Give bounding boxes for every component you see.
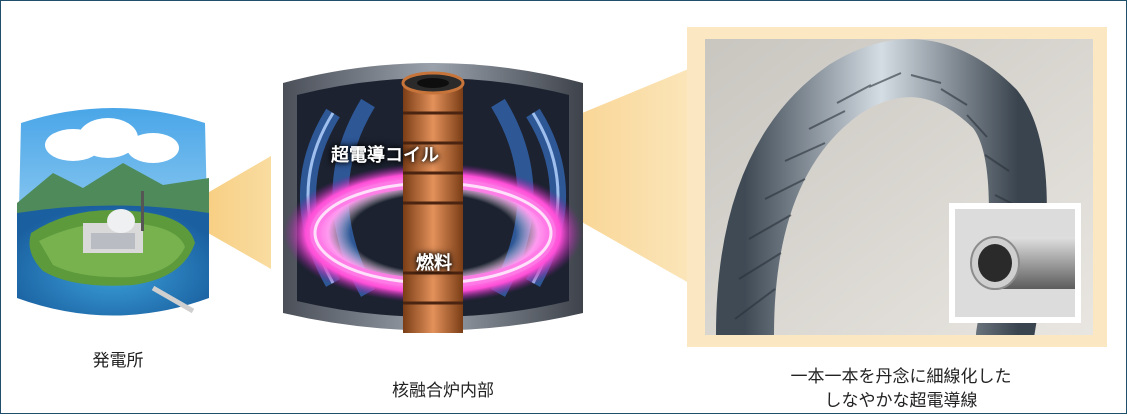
superconducting-coil-label: 超電導コイル bbox=[331, 145, 439, 166]
power-plant-illustration bbox=[17, 108, 209, 316]
power-plant-caption: 発電所 bbox=[92, 351, 144, 371]
wire-caption-line2: しなやかな超電導線 bbox=[824, 391, 978, 411]
callout-wedge-coil bbox=[471, 63, 703, 291]
callout-wedge-plant bbox=[173, 156, 271, 269]
fusion-reactor-illustration bbox=[283, 63, 583, 333]
fuel-label: 燃料 bbox=[416, 253, 452, 274]
wire-caption-line1: 一本一本を丹念に細線化した bbox=[790, 367, 1012, 387]
superconducting-wire-photo bbox=[705, 39, 1093, 335]
reactor-interior-caption: 核融合炉内部 bbox=[392, 381, 494, 401]
